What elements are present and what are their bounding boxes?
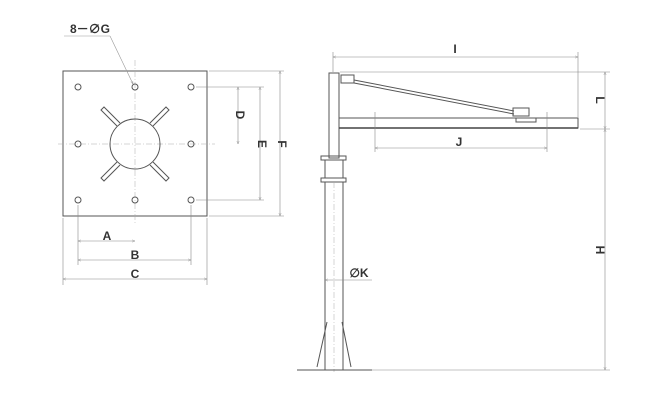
arm-clamp: [515, 117, 537, 123]
tie-rod: [353, 79, 515, 112]
bolt-holes: [74, 83, 195, 204]
dim-I-label: I: [453, 42, 456, 56]
dim-H-label: H: [593, 246, 607, 255]
dim-A-label: A: [103, 229, 112, 243]
dim-D-label: D: [233, 111, 247, 120]
lower-flange: [320, 177, 347, 183]
dim-F-label: F: [275, 140, 289, 147]
upper-column: [328, 72, 340, 159]
tie-rod-end: [512, 107, 530, 117]
base-plate-plan: 8－∅G A B C D E F: [58, 22, 289, 285]
crane-elevation: I L J H ∅K: [297, 42, 610, 372]
dim-B-label: B: [131, 248, 140, 262]
slewing-housing: [324, 159, 344, 179]
gusset-ribs: [100, 106, 170, 182]
dim-C-label: C: [131, 267, 140, 281]
dim-K-label: ∅K: [349, 266, 368, 280]
column-bore: [109, 118, 161, 170]
base-gussets: [316, 321, 352, 368]
dim-L-label: L: [593, 96, 607, 103]
dim-E-label: E: [255, 140, 269, 148]
dim-J-label: J: [456, 135, 463, 149]
hole-spec-label: 8－∅G: [70, 22, 110, 36]
tie-rod-bracket: [340, 74, 355, 84]
